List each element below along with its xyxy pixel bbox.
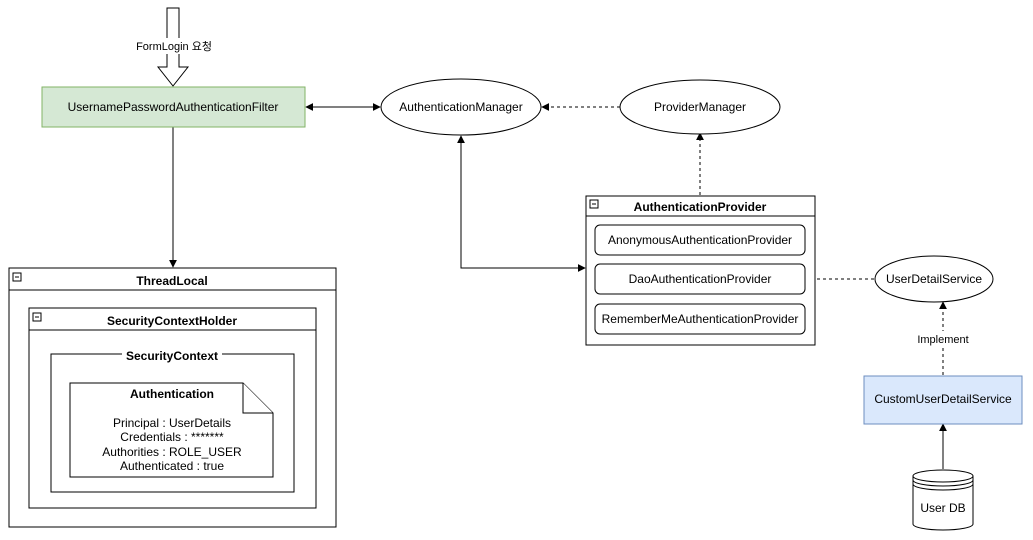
authentication-principal: Principal : UserDetails xyxy=(113,416,231,430)
authentication-authorities: Authorities : ROLE_USER xyxy=(102,445,242,459)
custom-user-detail-service-box xyxy=(863,375,1023,425)
security-context-title-bg xyxy=(122,347,222,363)
formlogin-label-bg xyxy=(134,38,214,54)
manager-to-provider-connector xyxy=(457,135,586,272)
username-password-filter-label: UsernamePasswordAuthenticationFilter xyxy=(68,100,279,114)
authentication-manager-label: AuthenticationManager xyxy=(399,100,522,114)
provider-manager-label: ProviderManager xyxy=(654,100,746,114)
security-context-holder-title: SecurityContextHolder xyxy=(107,314,237,328)
thread-local-title: ThreadLocal xyxy=(136,274,207,288)
thread-local-collapse-icon[interactable] xyxy=(12,272,22,282)
implement-label-bg xyxy=(914,331,972,347)
user-detail-service-label: UserDetailService xyxy=(886,272,982,286)
security-context-holder-collapse-icon[interactable] xyxy=(32,312,42,322)
custom-user-detail-service-label: CustomUserDetailService xyxy=(874,392,1012,406)
implement-label: Implement xyxy=(917,334,968,346)
user-db-cylinder xyxy=(912,469,974,531)
rememberme-provider-label: RememberMeAuthenticationProvider xyxy=(602,312,799,326)
authentication-provider-collapse-icon[interactable] xyxy=(589,199,599,209)
anonymous-provider-label: AnonymousAuthenticationProvider xyxy=(608,233,792,247)
dao-provider-box xyxy=(594,263,806,295)
username-password-filter-box xyxy=(41,86,306,128)
user-db-label: User DB xyxy=(920,501,965,515)
authentication-credentials: Credentials : ******* xyxy=(120,430,224,444)
provider-manager-node xyxy=(619,79,781,135)
authentication-note-fold xyxy=(242,383,273,414)
rememberme-provider-box xyxy=(594,303,806,335)
anonymous-provider-box xyxy=(594,224,806,256)
user-detail-service-node xyxy=(874,255,994,303)
authentication-provider-title: AuthenticationProvider xyxy=(634,200,767,214)
authentication-authenticated: Authenticated : true xyxy=(120,459,224,473)
security-context-title: SecurityContext xyxy=(126,349,218,363)
authentication-note xyxy=(69,382,274,478)
authentication-manager-node xyxy=(380,78,542,136)
authentication-title: Authentication xyxy=(130,387,214,401)
dao-provider-label: DaoAuthenticationProvider xyxy=(629,272,772,286)
formlogin-label: FormLogin 요청 xyxy=(136,40,212,53)
